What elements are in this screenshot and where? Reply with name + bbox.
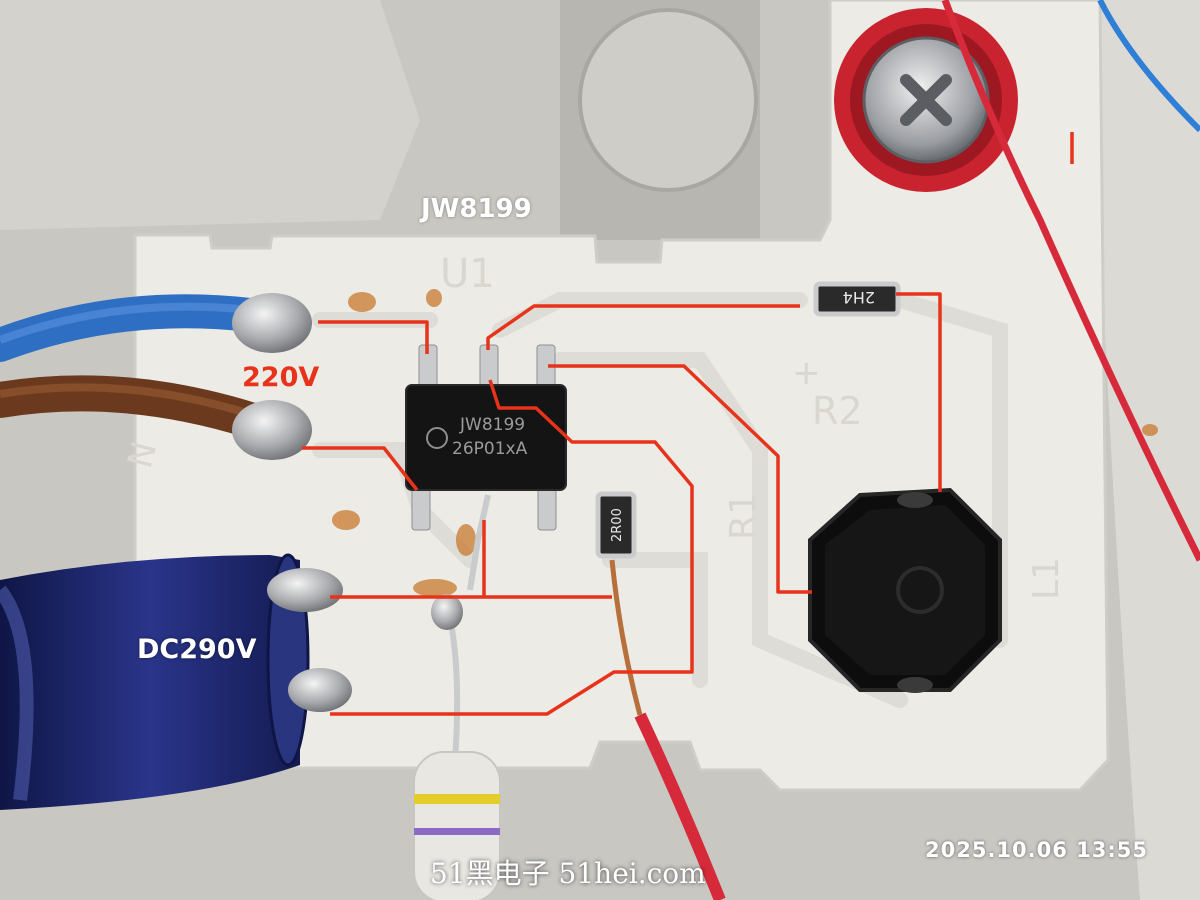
housing-shadow-area xyxy=(0,0,420,230)
ic-jw8199: JW8199 26P01xA xyxy=(405,344,567,531)
mounting-disc xyxy=(578,8,758,192)
site-watermark: 51黑电子 51hei.com xyxy=(430,857,706,890)
wire-blue-highlight xyxy=(0,302,251,344)
wire-brown-highlight xyxy=(0,383,252,418)
dc-voltage-annotation: DC290V xyxy=(137,634,257,665)
solder-joint-n xyxy=(232,400,312,460)
resistor-axial xyxy=(413,594,501,900)
resistor-2h4: 2H4 xyxy=(813,281,901,317)
silkscreen-l1: L1 xyxy=(1026,557,1067,600)
wire-brown xyxy=(0,375,268,438)
inductor-l1 xyxy=(808,487,1002,693)
ac-voltage-annotation: 220V xyxy=(242,362,320,393)
silkscreen-r2: R2 xyxy=(812,389,863,433)
pcb-underlying-traces xyxy=(312,292,1008,708)
silkscreen-plus: + xyxy=(792,353,821,393)
capacitor-electrolytic xyxy=(0,553,352,810)
wire-copper-lead xyxy=(609,559,643,716)
ic-marking-line1: JW8199 xyxy=(459,415,525,435)
wire-blue xyxy=(0,294,267,362)
chip-name-annotation: JW8199 xyxy=(421,194,532,224)
wire-red-bottom xyxy=(634,712,726,900)
resistor-2r00: 2R00 xyxy=(595,491,637,559)
flux-residue xyxy=(332,289,1158,597)
mounting-screw xyxy=(834,8,1018,192)
annotation-traces xyxy=(302,132,1074,716)
wire-thin-blue xyxy=(1097,0,1200,133)
solder-joint-l xyxy=(232,293,312,353)
silkscreen-r1: R1 xyxy=(723,492,764,540)
resistor-top-marking: 2H4 xyxy=(843,288,875,307)
resistor-small-marking: 2R00 xyxy=(610,508,625,542)
silkscreen-u1: U1 xyxy=(440,251,495,297)
photo-timestamp: 2025.10.06 13:55 xyxy=(925,838,1149,862)
wire-red-right xyxy=(941,0,1200,562)
ic-lead-wire xyxy=(467,494,491,591)
ic-marking-line2: 26P01xA xyxy=(452,439,528,459)
silkscreen-group: U1 R2 + R1 L1 N xyxy=(120,251,1067,600)
